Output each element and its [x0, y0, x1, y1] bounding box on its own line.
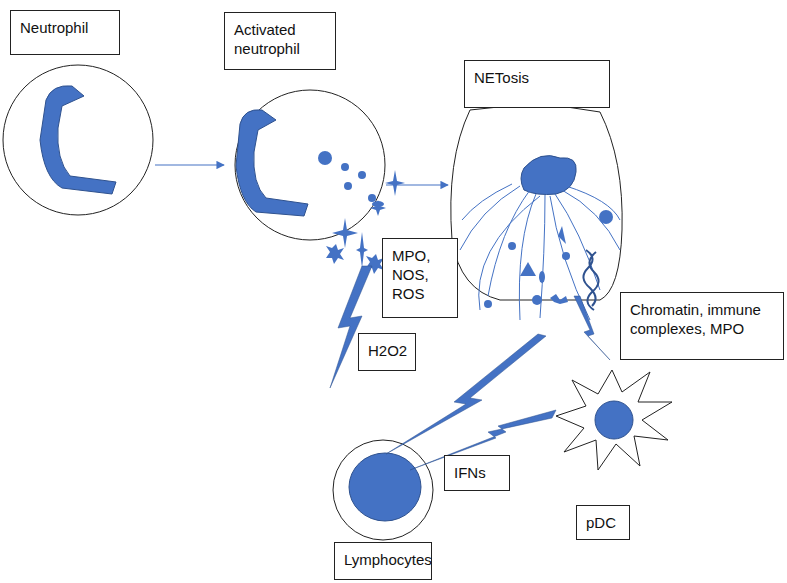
node-text: Activated neutrophil	[234, 20, 326, 58]
lobed-nucleus	[236, 110, 308, 216]
flow-arrow	[386, 184, 448, 185]
mediator-box: MPO, NOS, ROS	[382, 238, 458, 318]
mediator-box: H2O2	[358, 333, 416, 371]
node-text: Chromatin, immune complexes, MPO	[630, 300, 774, 338]
node-text: H2O2	[368, 341, 406, 360]
net-strands	[460, 184, 620, 320]
pdc-nucleus	[595, 401, 633, 439]
node-region: Neutrophil	[3, 8, 155, 218]
node-text: pDC	[586, 513, 620, 532]
node-region: MPO, NOS, ROS	[382, 238, 458, 318]
node-text: Lymphocytes	[344, 550, 422, 569]
netosis-cell	[451, 105, 622, 300]
node-region: Chromatin, immune complexes, MPO	[620, 292, 784, 360]
pdc-cell	[556, 370, 672, 470]
dna-helix	[583, 250, 598, 310]
mediator-box: IFNs	[444, 455, 510, 491]
node-region: NETosis	[448, 60, 624, 310]
signal-bolts	[330, 266, 610, 470]
node-region: Lymphocytes	[334, 542, 432, 580]
net-proteins	[484, 210, 613, 308]
cell-label: pDC	[576, 505, 630, 540]
cell-label: Neutrophil	[10, 10, 120, 55]
node-text: MPO, NOS, ROS	[392, 246, 448, 303]
node-text: NETosis	[474, 68, 600, 87]
mediator-box: Chromatin, immune complexes, MPO	[620, 292, 784, 360]
lymphocyte-nucleus	[349, 453, 421, 521]
neutrophil-cell	[3, 65, 153, 215]
node-region: pDC	[576, 505, 630, 540]
cell-label: Activated neutrophil	[224, 12, 336, 70]
decondensed-nucleus	[521, 156, 576, 195]
lymphocyte-cell	[333, 440, 433, 540]
node-region: IFNs	[444, 455, 510, 491]
node-region: Activated neutrophil	[224, 12, 386, 240]
node-text: IFNs	[454, 463, 500, 482]
cell-label: Lymphocytes	[334, 542, 432, 580]
lobed-nucleus	[40, 86, 116, 194]
node-text: Neutrophil	[20, 18, 110, 37]
flow-arrow	[155, 164, 224, 165]
node-region: H2O2	[358, 333, 416, 371]
granules	[318, 151, 384, 207]
cell-label: NETosis	[464, 60, 610, 108]
activated-neutrophil-cell	[235, 90, 385, 240]
